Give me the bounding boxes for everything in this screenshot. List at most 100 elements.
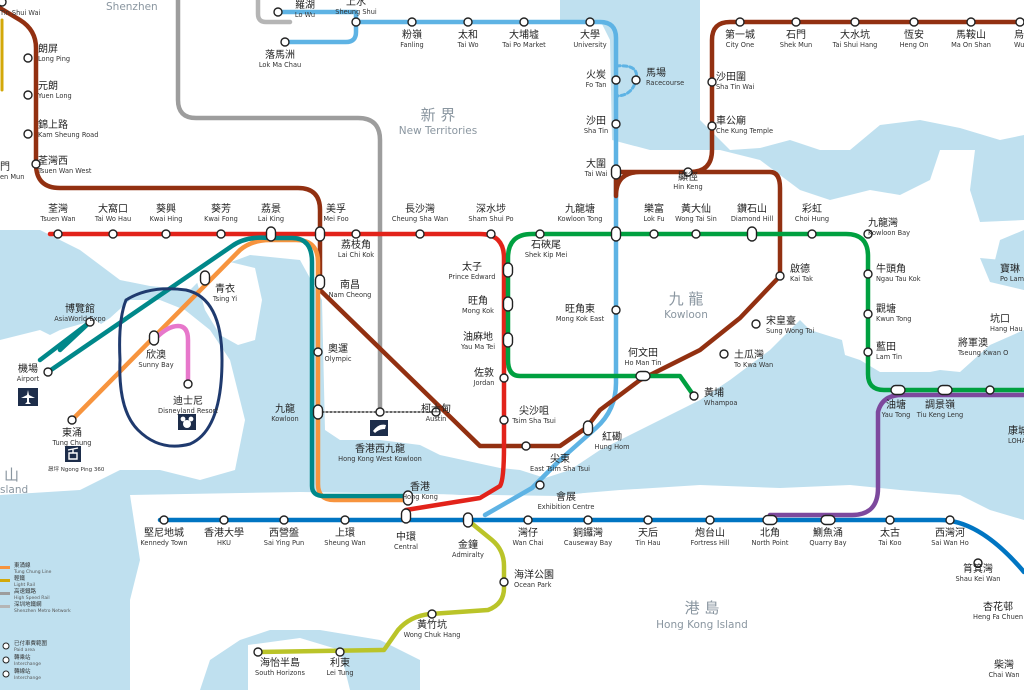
interchange-marker[interactable] <box>502 262 514 278</box>
station-marker[interactable] <box>427 609 437 619</box>
station-marker[interactable] <box>1015 17 1024 27</box>
station-marker[interactable] <box>159 515 169 525</box>
station-marker[interactable] <box>340 515 350 525</box>
station-marker[interactable] <box>985 385 995 395</box>
interchange-marker[interactable] <box>314 274 326 290</box>
station-marker[interactable] <box>966 17 976 27</box>
station-marker[interactable] <box>253 647 263 657</box>
station-marker[interactable] <box>791 17 801 27</box>
station-marker[interactable] <box>31 159 41 169</box>
station-marker[interactable] <box>523 515 533 525</box>
station-marker[interactable] <box>415 229 425 239</box>
station-marker[interactable] <box>585 17 595 27</box>
station-marker[interactable] <box>643 515 653 525</box>
station-marker[interactable] <box>611 119 621 129</box>
station-marker[interactable] <box>279 515 289 525</box>
station-marker[interactable] <box>807 229 817 239</box>
station-marker[interactable] <box>519 17 529 27</box>
interchange-marker[interactable] <box>400 508 412 524</box>
interchange-marker[interactable] <box>746 226 758 242</box>
station-marker[interactable] <box>611 305 621 315</box>
station-marker[interactable] <box>351 229 361 239</box>
station-marker[interactable] <box>885 515 895 525</box>
station-marker[interactable] <box>335 647 345 657</box>
station-marker[interactable] <box>219 515 229 525</box>
interchange-marker[interactable] <box>582 420 594 436</box>
station-marker[interactable] <box>67 415 77 425</box>
station-marker[interactable] <box>280 37 290 47</box>
station-marker[interactable] <box>945 515 955 525</box>
station-marker[interactable] <box>850 17 860 27</box>
station-marker[interactable] <box>707 121 717 131</box>
station-marker[interactable] <box>719 349 729 359</box>
station-marker[interactable] <box>735 17 745 27</box>
station-marker[interactable] <box>583 515 593 525</box>
station-marker[interactable] <box>499 415 509 425</box>
station-marker[interactable] <box>351 17 361 27</box>
station-marker[interactable] <box>775 271 785 281</box>
interchange-marker[interactable] <box>937 384 953 396</box>
station-marker[interactable] <box>23 90 33 100</box>
interchange-marker[interactable] <box>610 164 622 180</box>
station-marker[interactable] <box>863 229 873 239</box>
interchange-marker[interactable] <box>820 514 836 526</box>
station-wu-kai-sha[interactable]: 烏Wu <box>1014 17 1024 49</box>
interchange-marker[interactable] <box>610 226 622 242</box>
station-marker[interactable] <box>0 0 7 7</box>
interchange-marker[interactable] <box>199 270 211 286</box>
station-marker[interactable] <box>43 367 53 377</box>
station-marker[interactable] <box>649 229 659 239</box>
station-marker[interactable] <box>313 347 323 357</box>
station-marker[interactable] <box>183 379 193 389</box>
station-marker[interactable] <box>499 373 509 383</box>
